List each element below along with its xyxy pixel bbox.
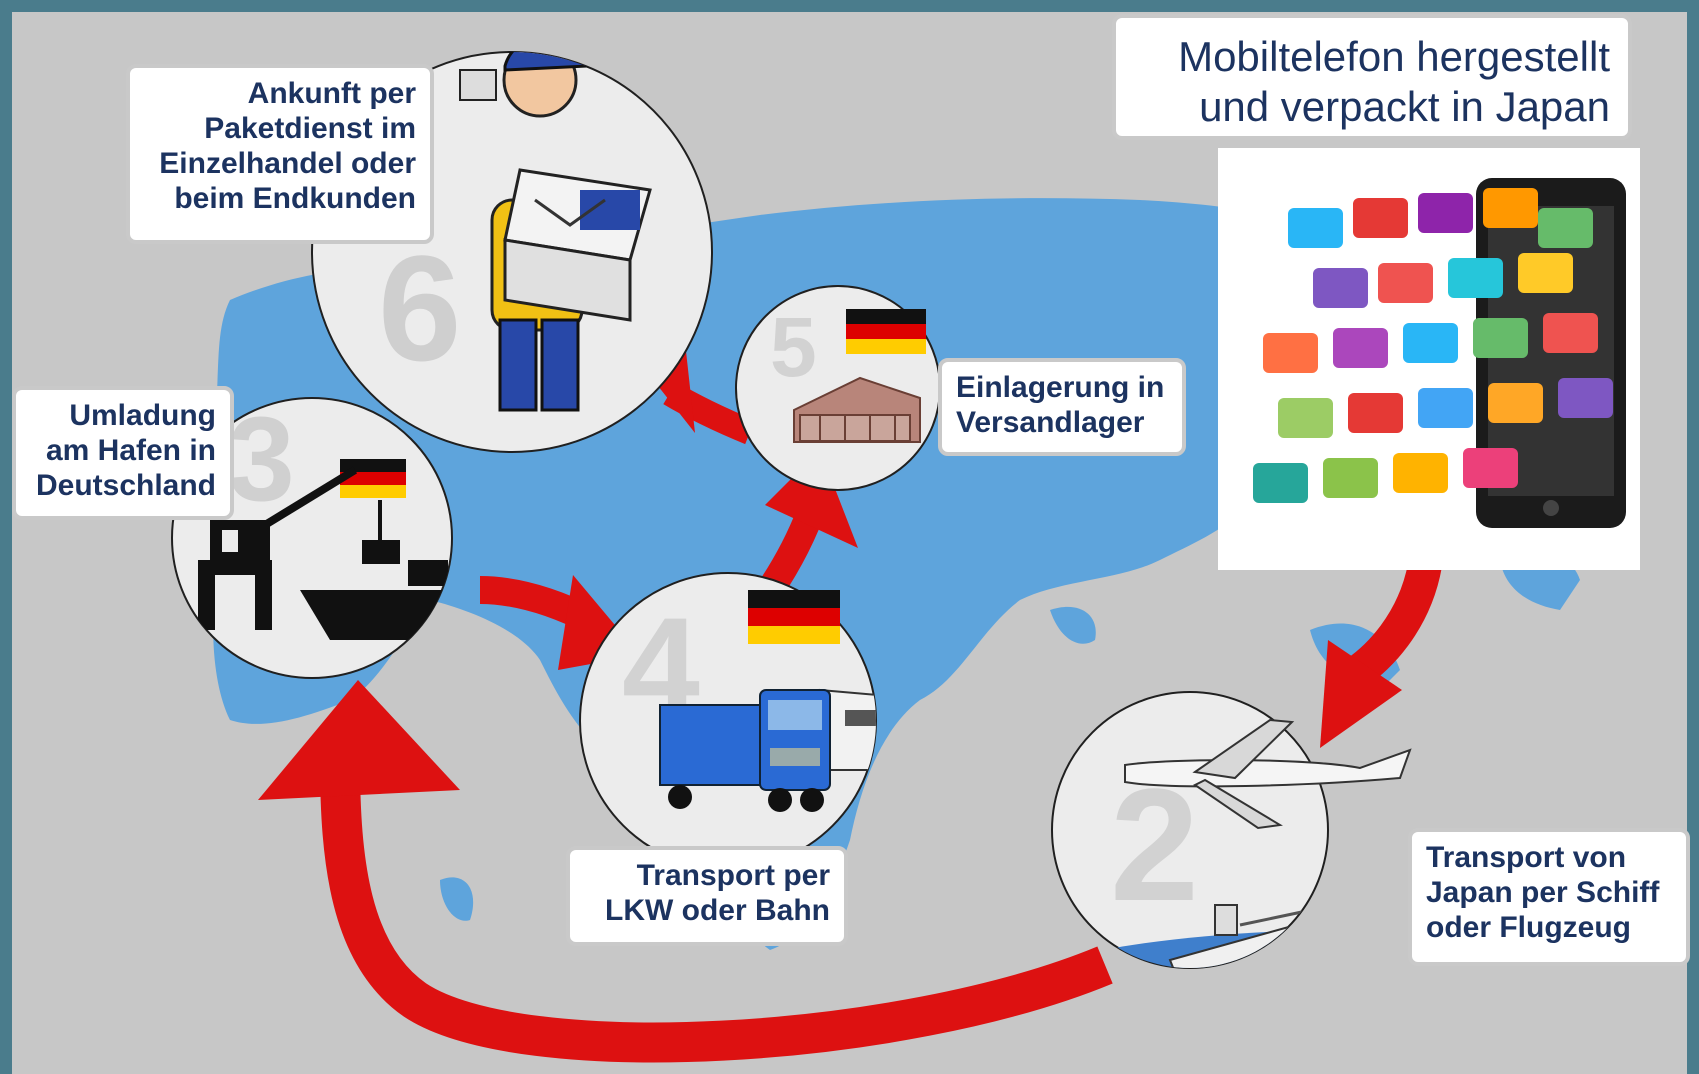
step-5-number: 5: [770, 300, 817, 394]
arrow-sea-to-port: [258, 680, 1113, 1063]
step-4-label: Transport per LKW oder Bahn: [566, 846, 848, 946]
step-5-line-2: Versandlager: [956, 406, 1145, 439]
arrow-japan-to-transport: [1320, 561, 1442, 748]
step-6-line-3: Einzelhandel oder: [159, 147, 416, 180]
germany-flag-icon: [748, 590, 840, 644]
step-6-line-2: Paketdienst im: [204, 112, 416, 145]
step-3-number: 3: [228, 392, 295, 526]
step-5-circle: 5: [735, 285, 941, 491]
germany-flag-icon: [340, 459, 406, 498]
step-4-circle: 4: [579, 572, 877, 870]
step-6-number: 6: [378, 224, 461, 392]
title-line-1: Mobiltelefon hergestellt: [1178, 33, 1610, 80]
step-6-line-4: beim Endkunden: [174, 182, 416, 215]
step-2-line-2: Japan per Schiff: [1426, 876, 1660, 909]
phone-image: [1218, 148, 1640, 570]
title-line-2: und verpackt in Japan: [1199, 83, 1610, 130]
step-3-label: Umladung am Hafen in Deutschland: [12, 386, 234, 520]
port-crane-ship-icon: [198, 466, 452, 640]
delivery-man-icon: [459, 52, 652, 412]
step-3-line-3: Deutschland: [35, 469, 216, 502]
step-3-circle: 3: [171, 392, 453, 679]
step-5-label: Einlagerung in Versandlager: [938, 358, 1186, 456]
truck-and-train-icon: [659, 688, 876, 812]
step-2-line-1: Transport von: [1426, 841, 1627, 874]
step-6-line-1: Ankunft per: [247, 77, 416, 110]
step-4-line-2: LKW oder Bahn: [605, 894, 830, 927]
step-6-label: Ankunft per Paketdienst im Einzelhandel …: [126, 64, 434, 244]
step-2-line-3: oder Flugzeug: [1426, 911, 1631, 944]
germany-flag-icon: [846, 309, 926, 354]
title-box: Mobiltelefon hergestellt und verpackt in…: [1112, 14, 1632, 140]
step-2-label: Transport von Japan per Schiff oder Flug…: [1408, 828, 1690, 966]
warehouse-icon: [793, 376, 921, 443]
step-3-line-1: Umladung: [69, 399, 216, 432]
step-3-line-2: am Hafen in: [45, 434, 216, 467]
smartphone-with-app-icons-icon: [1253, 178, 1626, 528]
step-5-line-1: Einlagerung in: [956, 371, 1165, 404]
step-4-line-1: Transport per: [636, 859, 830, 892]
